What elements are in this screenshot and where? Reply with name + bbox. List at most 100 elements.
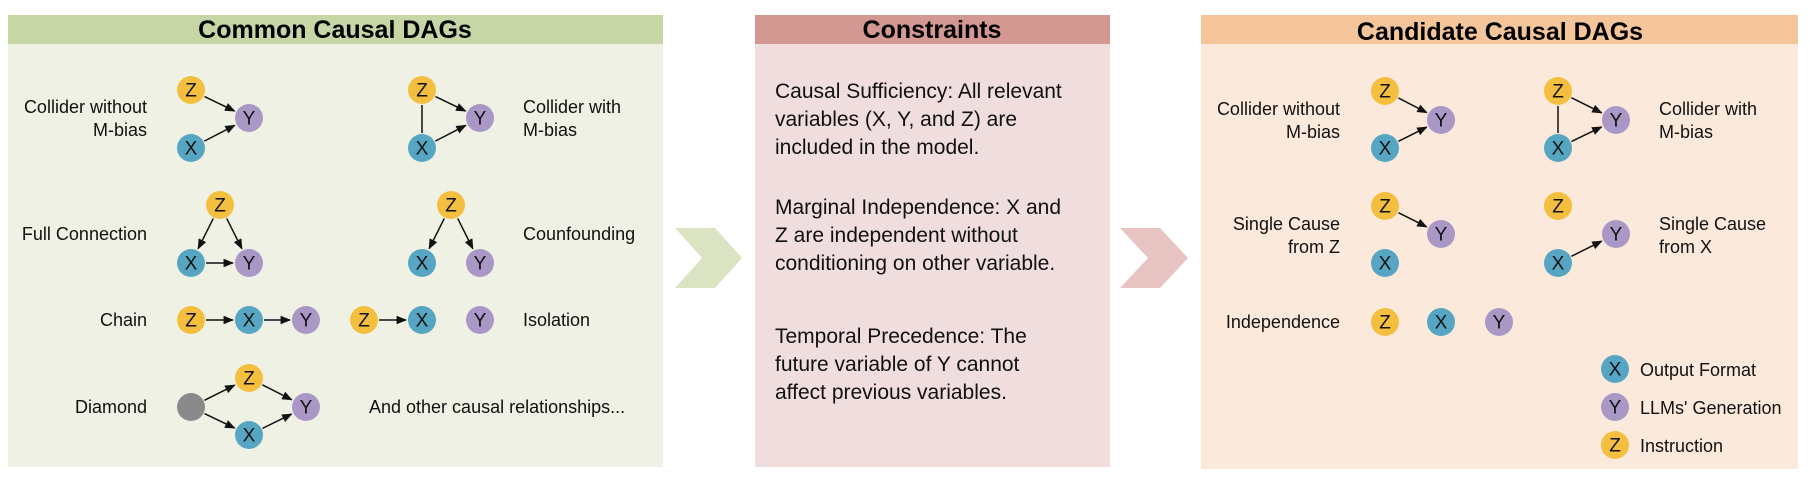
cand-collider-a-node-y-circle <box>1427 106 1455 134</box>
label-other-relationships: And other causal relationships... <box>369 397 625 417</box>
cand-label-collider-with-line2: M-bias <box>1659 122 1713 142</box>
common-isolation-node-y: Y <box>466 306 494 334</box>
common-confound-node-y-letter: Y <box>474 254 487 275</box>
label-collider-with-line1: Collider with <box>523 97 621 117</box>
cand-label-single-x-line1: Single Cause <box>1659 214 1766 234</box>
cand-label-independence: Independence <box>1226 312 1340 332</box>
cand-collider-b-node-z: Z <box>1544 77 1572 105</box>
cand-collider-b-node-x-circle <box>1544 134 1572 162</box>
common-diamond-node-z: Z <box>235 364 263 392</box>
panel-constraints-header <box>755 15 1110 44</box>
common-diamond-edge-h-x <box>204 412 236 429</box>
cand-single-x-node-z-letter: Z <box>1552 197 1564 218</box>
cand-single-z-node-z-circle <box>1371 192 1399 220</box>
common-collider-b-node-y-letter: Y <box>474 109 487 130</box>
legend-node-x-letter: X <box>1609 360 1622 381</box>
constraint-3-line-2: future variable of Y cannot <box>775 353 1020 376</box>
common-diamond-node-y-letter: Y <box>300 398 313 419</box>
cand-collider-b-node-y-letter: Y <box>1610 111 1623 132</box>
common-isolation-node-x-letter: X <box>416 311 429 332</box>
cand-single-x-edge-x-y <box>1571 240 1603 257</box>
legend-node-x: X <box>1601 355 1629 383</box>
common-confound-node-x-circle <box>408 249 436 277</box>
common-collider-a-edge-x-y <box>203 124 236 142</box>
panel-candidate-dags: Candidate Causal DAGs Collider without M… <box>1201 15 1798 469</box>
cand-single-x-node-y-circle <box>1602 220 1630 248</box>
cand-independence-node-z-letter: Z <box>1379 313 1391 334</box>
common-full-node-x-circle <box>177 249 205 277</box>
common-collider-b-node-z: Z <box>408 76 436 104</box>
cand-collider-a-node-x-circle <box>1371 134 1399 162</box>
common-diamond-edge-x-y <box>262 413 293 430</box>
legend-text-x: Output Format <box>1640 360 1756 380</box>
common-diamond-node-y: Y <box>292 393 320 421</box>
common-collider-b-node-z-circle <box>408 76 436 104</box>
cand-single-x-node-z: Z <box>1544 192 1572 220</box>
cand-single-x-node-x: X <box>1544 249 1572 277</box>
cand-single-z-node-x-letter: X <box>1379 254 1392 275</box>
common-full-node-x-letter: X <box>185 254 198 275</box>
panel-common-dags: Common Causal DAGs Collider without M-bi… <box>8 15 663 467</box>
cand-single-x-node-x-circle <box>1544 249 1572 277</box>
common-isolation-node-y-letter: Y <box>474 311 487 332</box>
cand-label-collider-without-line2: M-bias <box>1286 122 1340 142</box>
common-collider-a-node-y-circle <box>235 104 263 132</box>
common-chain-node-y-circle <box>292 306 320 334</box>
panel-constraints-title: Constraints <box>863 16 1002 44</box>
common-confound-node-x-letter: X <box>416 254 429 275</box>
common-confound-node-z-letter: Z <box>445 196 457 217</box>
cand-collider-a-node-x: X <box>1371 134 1399 162</box>
panel-common-body <box>8 44 663 467</box>
legend-text-y: LLMs' Generation <box>1640 398 1782 418</box>
common-confound-node-x: X <box>408 249 436 277</box>
common-diamond-node-x-circle <box>235 421 263 449</box>
common-diamond-node-z-circle <box>235 364 263 392</box>
common-diamond-node-x: X <box>235 421 263 449</box>
cand-independence-node-x-letter: X <box>1435 313 1448 334</box>
constraint-3-line-1: Temporal Precedence: The <box>775 325 1027 348</box>
cand-single-z-node-z: Z <box>1371 192 1399 220</box>
common-full-node-y-circle <box>235 249 263 277</box>
common-collider-a-node-z-circle <box>177 76 205 104</box>
cand-single-x-node-y-letter: Y <box>1610 225 1623 246</box>
cand-collider-a-edge-x-y <box>1398 126 1428 142</box>
label-chain: Chain <box>100 310 147 330</box>
common-diamond-node-hidden-circle <box>177 393 205 421</box>
common-collider-a-node-x-circle <box>177 134 205 162</box>
cand-single-x-node-x-letter: X <box>1552 254 1565 275</box>
common-collider-a-node-y-letter: Y <box>243 109 256 130</box>
common-collider-a-node-x: X <box>177 134 205 162</box>
common-confound-node-y: Y <box>466 249 494 277</box>
common-confound-node-y-circle <box>466 249 494 277</box>
label-full-connection: Full Connection <box>22 224 147 244</box>
common-isolation-node-x-circle <box>408 306 436 334</box>
cand-independence-node-y-letter: Y <box>1493 313 1506 334</box>
label-collider-without-line2: M-bias <box>93 120 147 140</box>
common-full-node-z: Z <box>206 191 234 219</box>
common-confound-node-z: Z <box>437 191 465 219</box>
common-full-edge-z-x <box>197 218 214 250</box>
cand-single-z-node-y-circle <box>1427 220 1455 248</box>
label-isolation: Isolation <box>523 310 590 330</box>
cand-independence-node-x: X <box>1427 308 1455 336</box>
label-collider-without-line1: Collider without <box>24 97 147 117</box>
common-collider-b-node-x-letter: X <box>416 139 429 160</box>
common-confound-edge-z-x <box>428 218 445 250</box>
legend-node-z: Z <box>1601 431 1629 459</box>
cand-collider-b-node-y: Y <box>1602 106 1630 134</box>
cand-collider-a-node-y-letter: Y <box>1435 111 1448 132</box>
cand-label-collider-without-line1: Collider without <box>1217 99 1340 119</box>
common-collider-a-edge-z-y <box>204 95 236 112</box>
cand-single-z-node-z-letter: Z <box>1379 197 1391 218</box>
cand-label-collider-with-line1: Collider with <box>1659 99 1757 119</box>
cand-collider-b-node-x-letter: X <box>1552 139 1565 160</box>
cand-single-z-node-x: X <box>1371 249 1399 277</box>
common-collider-b-node-z-letter: Z <box>416 81 428 102</box>
cand-collider-a-edge-z-y <box>1397 97 1428 114</box>
common-isolation-node-z: Z <box>350 306 378 334</box>
common-isolation-node-z-letter: Z <box>358 311 370 332</box>
panel-constraints-body <box>755 44 1110 467</box>
cand-collider-b-edge-z-y <box>1571 97 1603 114</box>
common-full-node-x: X <box>177 249 205 277</box>
